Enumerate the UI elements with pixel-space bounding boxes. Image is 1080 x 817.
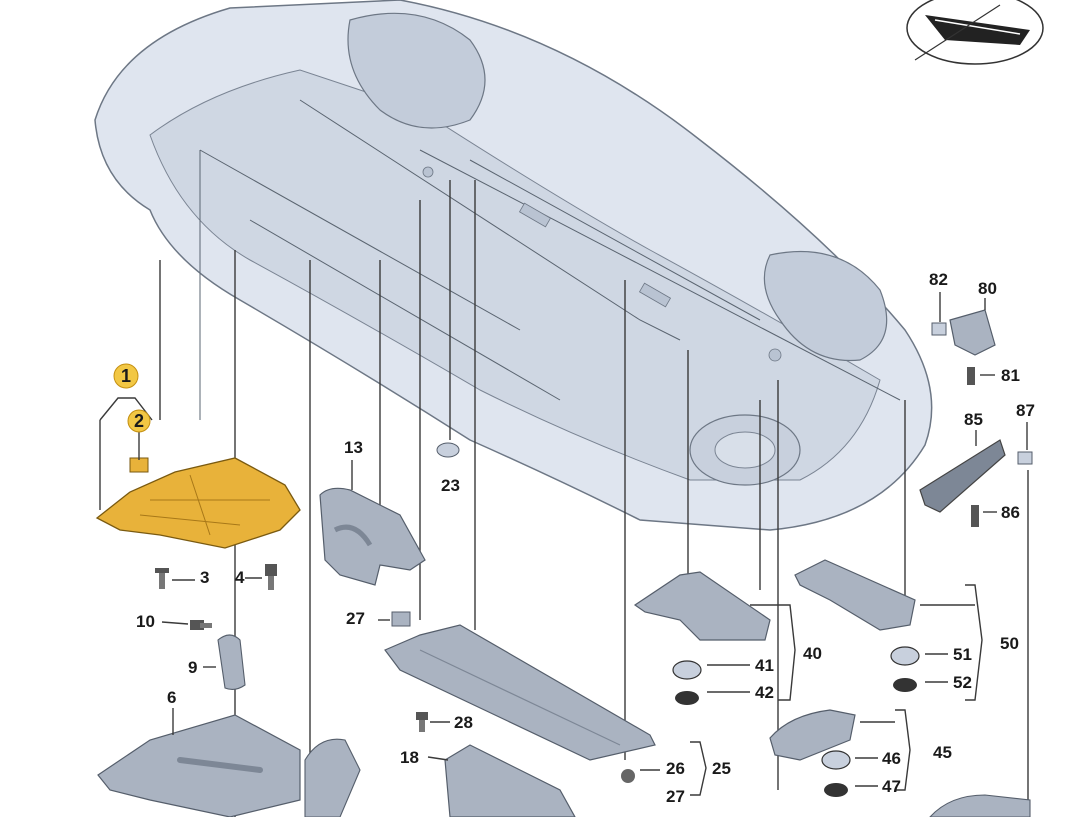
label-3: 3 — [200, 568, 209, 587]
label-6: 6 — [167, 688, 176, 707]
part-42-grommet[interactable] — [675, 691, 699, 705]
part-unlabeled-panel-right — [929, 794, 1031, 817]
part-27-clip-a[interactable] — [391, 611, 411, 627]
label-46: 46 — [882, 749, 901, 768]
part-unlabeled-panel-left — [304, 738, 361, 817]
part-2-clip[interactable] — [129, 457, 149, 473]
part-85-trim[interactable] — [919, 439, 1006, 513]
label-50: 50 — [1000, 634, 1019, 653]
part-82-clip[interactable] — [931, 322, 947, 336]
part-87-clip[interactable] — [1017, 451, 1033, 465]
part-6-cover[interactable] — [97, 714, 301, 817]
label-4: 4 — [235, 568, 245, 587]
label-25: 25 — [712, 759, 731, 778]
part-52-grommet[interactable] — [893, 678, 917, 692]
label-47: 47 — [882, 777, 901, 796]
part-50-panel[interactable] — [794, 559, 916, 631]
label-40: 40 — [803, 644, 822, 663]
label-82: 82 — [929, 270, 948, 289]
part-26-nut[interactable] — [621, 769, 635, 783]
car-underbody — [94, 0, 933, 531]
part-80-trim[interactable] — [949, 309, 996, 356]
label-41: 41 — [755, 656, 774, 675]
label-18: 18 — [400, 748, 419, 767]
part-47-grommet[interactable] — [824, 783, 848, 797]
label-87: 87 — [1016, 401, 1035, 420]
part-18-panel[interactable] — [444, 744, 576, 817]
part-25-floor-panel[interactable] — [384, 624, 656, 761]
label-27b: 27 — [666, 787, 685, 806]
view-orientation-icon — [906, 0, 1044, 65]
part-41-grommet[interactable] — [672, 660, 702, 680]
label-85: 85 — [964, 410, 983, 429]
label-10: 10 — [136, 612, 155, 631]
label-80: 80 — [978, 279, 997, 298]
part-9-bracket[interactable] — [217, 634, 246, 691]
part-81-screw[interactable] — [967, 367, 975, 385]
part-86-screw[interactable] — [971, 505, 979, 527]
label-9: 9 — [188, 658, 197, 677]
part-28-bolt[interactable] — [416, 712, 428, 732]
part-13-panel[interactable] — [319, 487, 426, 586]
part-23-plug[interactable] — [436, 442, 460, 458]
label-45: 45 — [933, 743, 952, 762]
label-42: 42 — [755, 683, 774, 702]
label-86: 86 — [1001, 503, 1020, 522]
label-51: 51 — [953, 645, 972, 664]
label-26: 26 — [666, 759, 685, 778]
callout-labels: 3 4 6 9 10 13 18 23 25 26 27 27 28 40 41… — [136, 270, 1035, 806]
label-28: 28 — [454, 713, 473, 732]
part-10-bolt[interactable] — [190, 620, 212, 630]
part-45-panel[interactable] — [769, 709, 856, 761]
badge-1[interactable]: 1 — [113, 363, 139, 389]
part-3-bolt[interactable] — [155, 568, 169, 589]
part-40-panel[interactable] — [633, 571, 771, 641]
part-51-grommet[interactable] — [890, 646, 920, 666]
label-13: 13 — [344, 438, 363, 457]
part-4-bolt[interactable] — [265, 564, 277, 590]
badge-2[interactable]: 2 — [127, 409, 151, 433]
label-1: 1 — [121, 366, 131, 386]
part-1-engine-guard[interactable] — [95, 457, 301, 549]
label-27a: 27 — [346, 609, 365, 628]
label-2: 2 — [134, 411, 144, 431]
label-23: 23 — [441, 476, 460, 495]
label-81: 81 — [1001, 366, 1020, 385]
part-46-grommet[interactable] — [821, 750, 851, 770]
label-52: 52 — [953, 673, 972, 692]
